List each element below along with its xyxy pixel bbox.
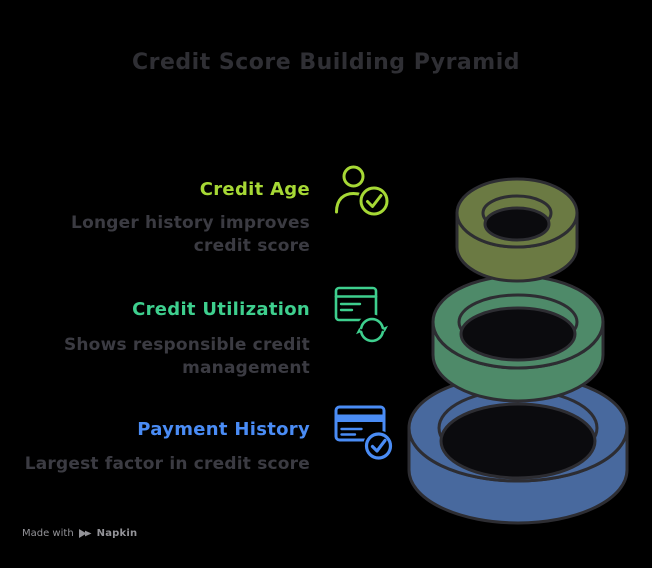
card-check-icon (334, 405, 394, 462)
level-desc-payment-history: Largest factor in credit score (25, 453, 310, 476)
level-desc-credit-utilization: Shows responsible credit management (64, 334, 310, 380)
desc-line: Largest factor in credit score (24, 454, 310, 474)
user-check-icon (335, 165, 391, 217)
watermark-brand: Napkin (96, 528, 138, 539)
watermark-prefix: Made with (22, 528, 74, 539)
diagram-title: Credit Score Building Pyramid (132, 50, 520, 75)
ring-credit-utilization (431, 274, 605, 403)
level-heading-credit-utilization: Credit Utilization (132, 299, 310, 320)
desc-line: Shows responsible credit (63, 335, 310, 355)
desc-line: Longer history improves (71, 213, 310, 233)
napkin-logo-icon (78, 529, 92, 538)
desc-line: credit score (193, 236, 310, 256)
level-desc-credit-age: Longer history improves credit score (71, 212, 310, 258)
ring-credit-age (455, 177, 579, 283)
watermark: Made with Napkin (22, 528, 137, 539)
desc-line: management (182, 358, 310, 378)
level-heading-credit-age: Credit Age (199, 179, 310, 200)
level-heading-payment-history: Payment History (137, 419, 310, 440)
card-refresh-icon (334, 286, 388, 344)
ring-payment-history (407, 373, 629, 525)
